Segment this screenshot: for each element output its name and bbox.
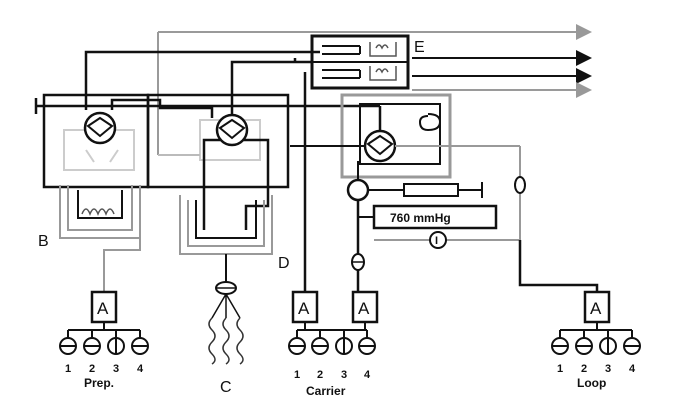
manifold-prep	[59, 322, 149, 355]
trap-d	[179, 195, 273, 365]
a-box-carrier-right-label: A	[358, 299, 370, 318]
prep-port-2: 2	[89, 363, 95, 375]
dark-lines-middle	[202, 138, 270, 230]
label-E: E	[414, 39, 425, 56]
a-box-loop: A	[583, 290, 611, 324]
carrier-port-4: 4	[364, 369, 371, 381]
a-box-carrier-left-label: A	[298, 299, 310, 318]
carrier-port-3: 3	[341, 369, 347, 381]
label-D: D	[278, 255, 290, 272]
loop-port-1: 1	[557, 363, 563, 375]
valve-b	[83, 111, 117, 145]
prep-port-4: 4	[137, 363, 144, 375]
loop-port-3: 3	[605, 363, 611, 375]
carrier-port-2: 2	[317, 369, 323, 381]
a-box-carrier-left: A	[291, 290, 319, 324]
loop-label: Loop	[577, 376, 606, 390]
pressure-readout: 760 mmHg	[390, 211, 451, 225]
prep-line	[103, 190, 141, 292]
a-box-prep: A	[90, 290, 118, 324]
carrier-section	[346, 146, 526, 295]
prep-port-3: 3	[113, 363, 119, 375]
loop-injector	[290, 93, 520, 179]
valve-middle	[215, 113, 249, 147]
manifold-carrier	[288, 322, 376, 355]
a-box-loop-label: A	[590, 299, 602, 318]
a-box-carrier-right: A	[351, 290, 379, 324]
loop-line	[518, 240, 599, 292]
detector-block	[310, 34, 410, 90]
label-C: C	[220, 379, 232, 396]
carrier-port-1: 1	[294, 369, 300, 381]
prep-label: Prep.	[84, 376, 114, 390]
carrier-label: Carrier	[306, 384, 346, 398]
dark-lines	[34, 50, 382, 295]
label-B: B	[38, 233, 49, 250]
meter-symbol: I	[435, 235, 438, 247]
prep-port-1: 1	[65, 363, 71, 375]
manifold-loop	[551, 322, 641, 355]
a-box-prep-label: A	[97, 299, 109, 318]
loop-port-2: 2	[581, 363, 587, 375]
loop-port-4: 4	[629, 363, 636, 375]
